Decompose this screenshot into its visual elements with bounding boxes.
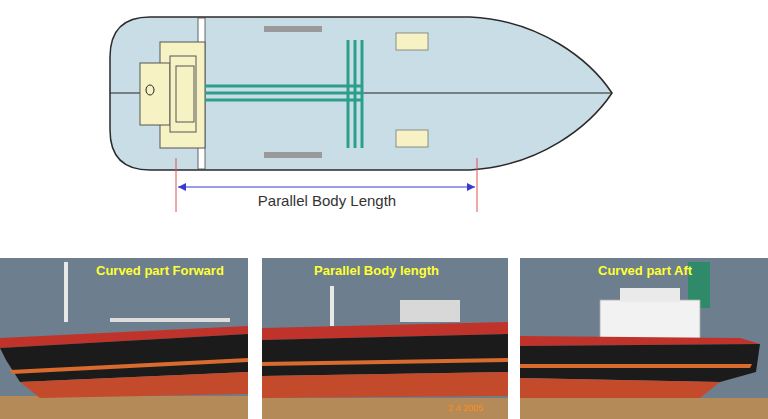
- ship-plan: [110, 17, 612, 170]
- dimension-line: [176, 158, 477, 212]
- photo-parallel: [262, 258, 508, 419]
- photo-aft: [520, 258, 768, 419]
- photo-forward: [0, 258, 248, 419]
- dimension-label: Parallel Body Length: [258, 192, 396, 209]
- photo-caption: Curved part Aft: [598, 263, 692, 278]
- photo-caption: Curved part Forward: [96, 263, 224, 278]
- date-stamp: 2 4 2005: [448, 403, 483, 413]
- photo-caption: Parallel Body length: [314, 263, 439, 278]
